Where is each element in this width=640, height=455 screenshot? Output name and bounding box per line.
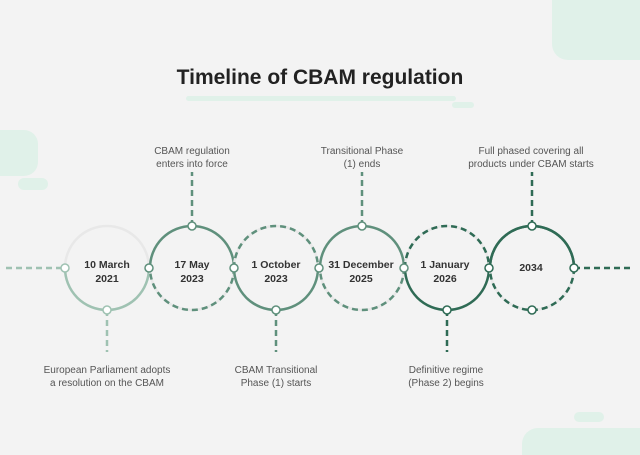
decor-bottom-right xyxy=(522,428,640,455)
milestone-arc-dashed-3 xyxy=(232,224,320,269)
milestone-label-1-line2: a resolution on the CBAM xyxy=(50,378,164,389)
milestone-label-6-line1: Full phased covering all xyxy=(478,146,584,157)
junction-node-2 xyxy=(144,263,154,273)
milestone-date-1-line2: 2021 xyxy=(95,273,119,285)
junction-node-4 xyxy=(314,263,324,273)
milestone-date-2-line1: 17 May xyxy=(174,259,210,271)
milestone-arc-dashed-4 xyxy=(318,267,406,312)
milestone-label-3-line1: CBAM Transitional xyxy=(234,365,318,376)
milestone-label-1: European Parliament adopts a resolution … xyxy=(37,364,177,390)
milestone-label-6: Full phased covering all products under … xyxy=(461,145,601,171)
milestone-label-4: Transitional Phase (1) ends xyxy=(292,145,432,171)
milestone-date-3: 1 October 2023 xyxy=(236,258,316,286)
milestone-date-3-line1: 1 October xyxy=(251,259,301,271)
milestone-date-2-line2: 2023 xyxy=(180,273,204,285)
milestone-date-6: 2034 xyxy=(491,261,571,275)
milestone-date-1-line1: 10 March xyxy=(84,259,130,271)
milestone-node-5 xyxy=(442,305,452,315)
milestone-node-3 xyxy=(271,305,281,315)
milestone-date-6-line1: 2034 xyxy=(519,262,543,274)
milestone-date-4-line1: 31 December xyxy=(328,259,394,271)
milestone-date-2: 17 May 2023 xyxy=(152,258,232,286)
milestone-date-4: 31 December 2025 xyxy=(321,258,401,286)
decor-title-underline xyxy=(186,96,456,101)
milestone-label-3-line2: Phase (1) starts xyxy=(240,378,312,389)
decor-left-small xyxy=(18,178,48,190)
decor-left-block xyxy=(0,130,38,176)
milestone-date-5: 1 January 2026 xyxy=(405,258,485,286)
milestone-node-1 xyxy=(102,305,112,315)
milestone-label-2-line1: CBAM regulation xyxy=(154,146,230,157)
junction-node-1 xyxy=(60,263,70,273)
milestone-label-2-line2: enters into force xyxy=(156,159,228,170)
milestone-label-5-line1: Definitive regime xyxy=(408,365,484,376)
milestone-label-5: Definitive regime (Phase 2) begins xyxy=(376,364,516,390)
junction-node-7 xyxy=(569,263,579,273)
milestone-label-2: CBAM regulation enters into force xyxy=(122,145,262,171)
milestone-node-bottom-6 xyxy=(527,305,537,315)
milestone-node-6 xyxy=(527,221,537,231)
junction-node-5 xyxy=(399,263,409,273)
milestone-arc-dashed-2 xyxy=(148,267,236,312)
decor-title-underline-small xyxy=(452,102,474,108)
milestone-label-4-line2: (1) ends xyxy=(343,159,381,170)
milestone-label-1-line1: European Parliament adopts xyxy=(43,365,171,376)
junction-node-3 xyxy=(229,263,239,273)
decor-top-right xyxy=(552,0,640,60)
milestone-date-4-line2: 2025 xyxy=(349,273,373,285)
milestone-label-4-line1: Transitional Phase xyxy=(320,146,404,157)
milestone-date-5-line2: 2026 xyxy=(433,273,457,285)
milestone-label-6-line2: products under CBAM starts xyxy=(468,159,594,170)
decor-bottom-right-small xyxy=(574,412,604,422)
milestone-node-2 xyxy=(187,221,197,231)
junction-node-6 xyxy=(484,263,494,273)
milestone-label-5-line2: (Phase 2) begins xyxy=(408,378,484,389)
milestone-arc-dashed-5 xyxy=(403,224,491,269)
milestone-label-3: CBAM Transitional Phase (1) starts xyxy=(206,364,346,390)
page-title: Timeline of CBAM regulation xyxy=(176,66,464,89)
milestone-node-4 xyxy=(357,221,367,231)
milestone-date-1: 10 March 2021 xyxy=(67,258,147,286)
milestone-date-5-line1: 1 January xyxy=(420,259,470,271)
milestone-date-3-line2: 2023 xyxy=(264,273,288,285)
